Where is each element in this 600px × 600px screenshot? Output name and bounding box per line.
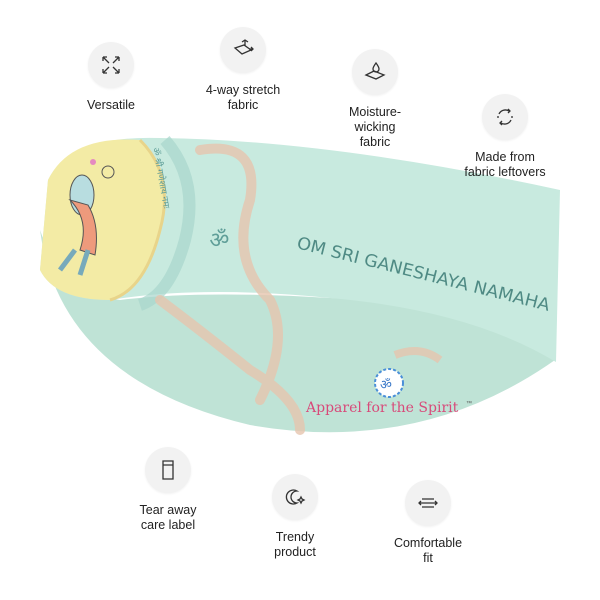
- sparkle-face-icon: [272, 474, 318, 520]
- ganesha-illustration: [58, 159, 115, 276]
- feature-care-label: Tear away care label: [103, 447, 233, 533]
- headband-inner: [40, 230, 555, 433]
- comfort-fit-icon: [405, 480, 451, 526]
- feature-label: 4-way stretch fabric: [205, 83, 281, 112]
- arrows-expand-icon: [88, 42, 134, 88]
- feature-label: Trendy product: [274, 530, 316, 559]
- feature-label: Comfortable fit: [393, 536, 463, 565]
- om-symbol: ॐ: [208, 226, 230, 253]
- recycle-icon: [482, 94, 528, 140]
- feature-label: Versatile: [87, 98, 135, 112]
- stretch-fabric-icon: [220, 27, 266, 73]
- care-label-icon: [145, 447, 191, 493]
- feature-recycled: Made from fabric leftovers: [440, 94, 570, 180]
- feature-versatile: Versatile: [46, 42, 176, 113]
- feature-label: Made from fabric leftovers: [464, 150, 546, 179]
- feature-label: Tear away care label: [139, 503, 197, 532]
- svg-text:™: ™: [466, 400, 472, 407]
- lotus-pattern: [155, 143, 305, 435]
- headband-outer: [40, 137, 560, 362]
- svg-text:ॐ: ॐ: [380, 377, 392, 392]
- water-drop-fabric-icon: [352, 49, 398, 95]
- feature-moisture: Moisture- wicking fabric: [310, 49, 440, 150]
- feature-label: Moisture- wicking fabric: [348, 105, 402, 149]
- brand-name: Apparel for the Spirit: [305, 400, 459, 416]
- brand-logo: ॐ Apparel for the Spirit ™: [305, 368, 472, 416]
- feature-stretch: 4-way stretch fabric: [178, 27, 308, 113]
- feature-trendy: Trendy product: [230, 474, 360, 560]
- feature-comfort: Comfortable fit: [363, 480, 493, 566]
- headband-yellow-panel: [40, 139, 165, 300]
